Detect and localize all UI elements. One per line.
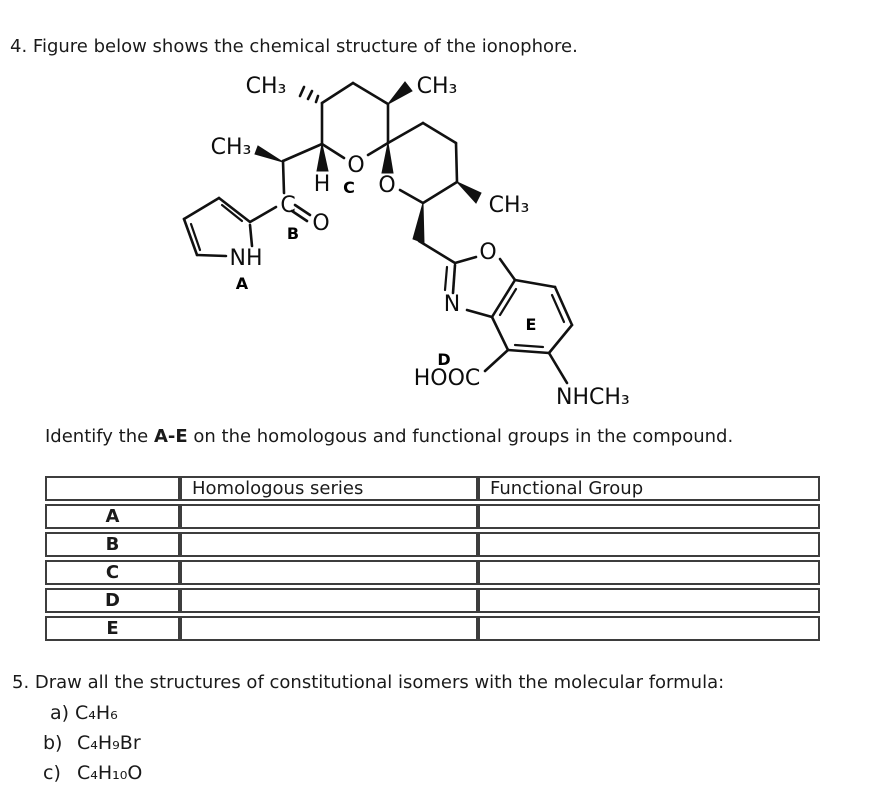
table-row-e: E (45, 616, 820, 641)
item-marker: a) (50, 702, 70, 724)
molecular-formula: C₄H₉Br (77, 732, 141, 754)
letter-label-d: D (437, 350, 450, 369)
header-cell-homologous: Homologous series (180, 476, 478, 501)
atom-label-o-ring1: O (347, 153, 364, 178)
atom-label-ch3-mid-left: CH₃ (211, 135, 252, 160)
homologous-cell (180, 532, 478, 557)
letter-label-c: C (343, 178, 355, 197)
atom-label-n-oxazole: N (444, 292, 460, 317)
functional-cell (478, 504, 820, 529)
table-header-row: Homologous series Functional Group (45, 476, 820, 501)
row-label: B (45, 532, 180, 557)
identify-range: A-E (153, 426, 188, 447)
header-cell-blank (45, 476, 180, 501)
row-label: A (45, 504, 180, 529)
isomer-item-a: a)C₄H₆ (50, 702, 118, 724)
atom-label-ch3-top-right: CH₃ (417, 74, 458, 99)
functional-cell (478, 616, 820, 641)
atom-label-c-carbonyl: C (280, 193, 295, 218)
group-letter-labels: A B C D E (236, 178, 537, 369)
letter-label-e: E (526, 315, 537, 334)
homologous-cell (180, 504, 478, 529)
question-4-title: 4. Figure below shows the chemical struc… (10, 36, 578, 57)
header-cell-functional: Functional Group (478, 476, 820, 501)
table-row-c: C (45, 560, 820, 585)
atom-label-h-stereo: H (314, 172, 331, 197)
atom-label-o-carbonyl: O (312, 211, 329, 236)
atom-label-o-ring2: O (378, 173, 395, 198)
homologous-functional-table: Homologous series Functional Group A B C… (45, 473, 820, 644)
atom-label-nh-pyrrole: NH (230, 246, 263, 271)
atom-label-ch3-top-left: CH₃ (246, 74, 287, 99)
item-marker: c) (43, 762, 61, 784)
row-label: E (45, 616, 180, 641)
isomer-item-b: b) C₄H₉Br (43, 732, 141, 754)
row-label: D (45, 588, 180, 613)
homologous-cell (180, 588, 478, 613)
question-5-title: 5. Draw all the structures of constituti… (12, 672, 725, 693)
functional-cell (478, 532, 820, 557)
stereo-wedge-bonds (254, 81, 482, 244)
molecular-formula: C₄H₆ (75, 702, 118, 724)
functional-cell (478, 560, 820, 585)
homologous-cell (180, 616, 478, 641)
table-row-a: A (45, 504, 820, 529)
table-row-d: D (45, 588, 820, 613)
isomer-item-c: c) C₄H₁₀O (43, 762, 142, 784)
homologous-cell (180, 560, 478, 585)
atom-label-nhch3: NHCH₃ (556, 385, 630, 410)
atom-labels: CH₃ CH₃ CH₃ CH₃ O O H C O NH O N HOOC NH… (211, 74, 630, 410)
item-marker: b) (43, 732, 63, 754)
letter-label-a: A (236, 274, 249, 293)
atom-label-hooc: HOOC (414, 366, 481, 391)
atom-label-ch3-ring2: CH₃ (489, 193, 530, 218)
atom-label-o-oxazole: O (479, 240, 496, 265)
bond-lines (182, 81, 574, 385)
table-row-b: B (45, 532, 820, 557)
molecular-formula: C₄H₁₀O (77, 762, 143, 784)
letter-label-b: B (287, 224, 299, 243)
identify-post: on the homologous and functional groups … (187, 426, 734, 447)
ionophore-structure-figure: CH₃ CH₃ CH₃ CH₃ O O H C O NH O N HOOC NH… (182, 74, 630, 410)
identify-pre: Identify the (45, 426, 154, 447)
hashed-wedge-bond (298, 85, 320, 104)
row-label: C (45, 560, 180, 585)
functional-cell (478, 588, 820, 613)
identify-instruction: Identify the A-E on the homologous and f… (45, 426, 733, 447)
